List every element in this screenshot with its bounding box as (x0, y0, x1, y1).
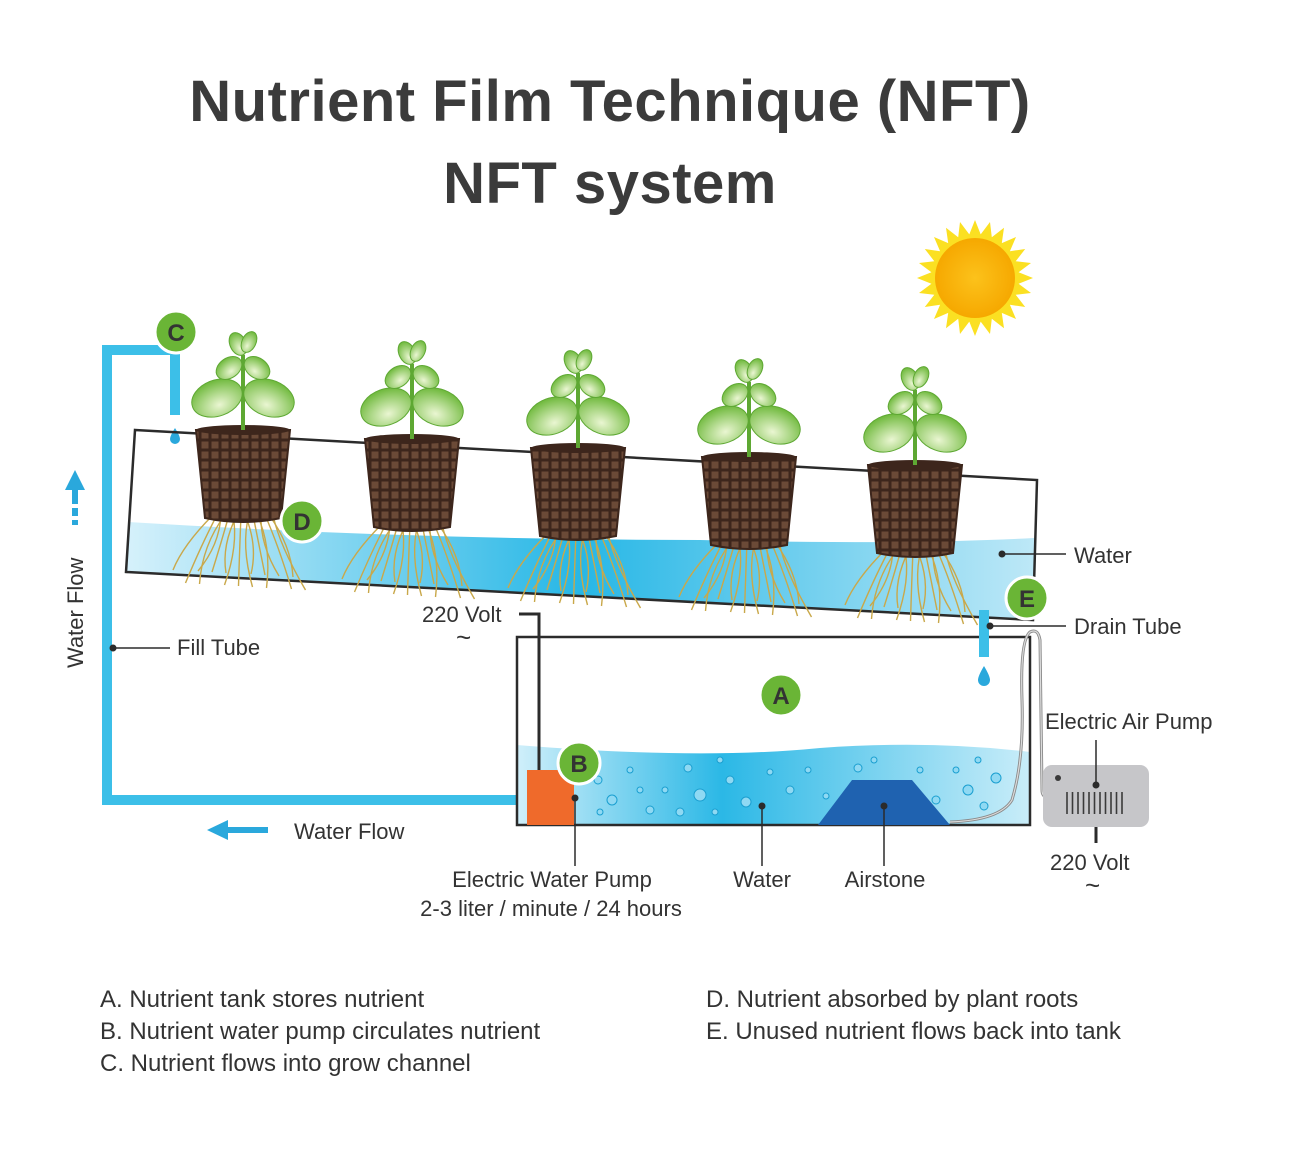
label-water-flow-vertical: Water Flow (63, 557, 88, 668)
net-pot-icon (700, 456, 798, 550)
label-airstone: Airstone (845, 867, 926, 892)
label-electric-air-pump: Electric Air Pump (1045, 709, 1213, 734)
plant-icon (341, 340, 476, 600)
marker-a: A (758, 672, 804, 718)
plants-group (172, 331, 979, 626)
legend-item-e: E. Unused nutrient flows back into tank (706, 1018, 1121, 1045)
leader-dots (109, 550, 1100, 810)
page-title: Nutrient Film Technique (NFT) (189, 69, 1031, 134)
fill-tube (102, 345, 520, 805)
legend-left: A. Nutrient tank stores nutrient B. Nutr… (100, 984, 540, 1080)
plant-icon (507, 349, 642, 609)
marker-b: B (556, 740, 602, 786)
label-fill-tube: Fill Tube (177, 635, 260, 660)
page-subtitle: NFT system (443, 151, 777, 216)
svg-text:E: E (1019, 586, 1035, 613)
plant-icon (844, 366, 979, 626)
label-drain-tube: Drain Tube (1074, 614, 1182, 639)
droplet-icon (170, 428, 180, 444)
legend-item-c: C. Nutrient flows into grow channel (100, 1050, 471, 1077)
channel-water (126, 522, 1034, 620)
net-pot-icon (529, 447, 627, 541)
svg-text:A: A (772, 683, 789, 710)
net-pot-icon (363, 438, 461, 532)
legend-item-d: D. Nutrient absorbed by plant roots (706, 986, 1079, 1013)
label-water-tank: Water (733, 867, 791, 892)
net-pot-icon (194, 429, 292, 523)
label-pump-rate: 2-3 liter / minute / 24 hours (420, 896, 682, 921)
marker-e: E (1004, 575, 1050, 621)
label-220-volt-air: 220 Volt (1050, 850, 1130, 875)
plant-icon (678, 358, 813, 618)
ac-symbol-air: ~ (1085, 870, 1100, 900)
leader-lines (113, 553, 1097, 866)
label-220-volt-pump: 220 Volt (422, 602, 502, 627)
arrow-up-icon (65, 470, 85, 525)
marker-c: C (153, 309, 199, 355)
sun-icon (917, 220, 1033, 336)
legend-item-a: A. Nutrient tank stores nutrient (100, 986, 425, 1013)
svg-text:B: B (570, 751, 587, 778)
label-electric-water-pump: Electric Water Pump (452, 867, 652, 892)
marker-d: D (279, 498, 325, 544)
legend-right: D. Nutrient absorbed by plant roots E. U… (706, 984, 1121, 1048)
svg-text:D: D (293, 509, 310, 536)
label-water-flow-horizontal: Water Flow (294, 819, 405, 844)
pump-power-cord (519, 612, 541, 770)
air-pump-icon (1043, 765, 1149, 843)
net-pot-icon (866, 464, 964, 558)
legend-item-b: B. Nutrient water pump circulates nutrie… (100, 1018, 541, 1045)
plant-icon (172, 331, 307, 591)
air-bubbles (593, 756, 1002, 817)
drain-tube (979, 610, 989, 657)
droplet-icon (978, 666, 990, 686)
ac-symbol-pump: ~ (456, 622, 471, 652)
nutrient-tank (515, 635, 1032, 827)
arrow-left-icon (207, 820, 268, 840)
label-water-channel: Water (1074, 543, 1132, 568)
svg-text:C: C (167, 320, 184, 347)
